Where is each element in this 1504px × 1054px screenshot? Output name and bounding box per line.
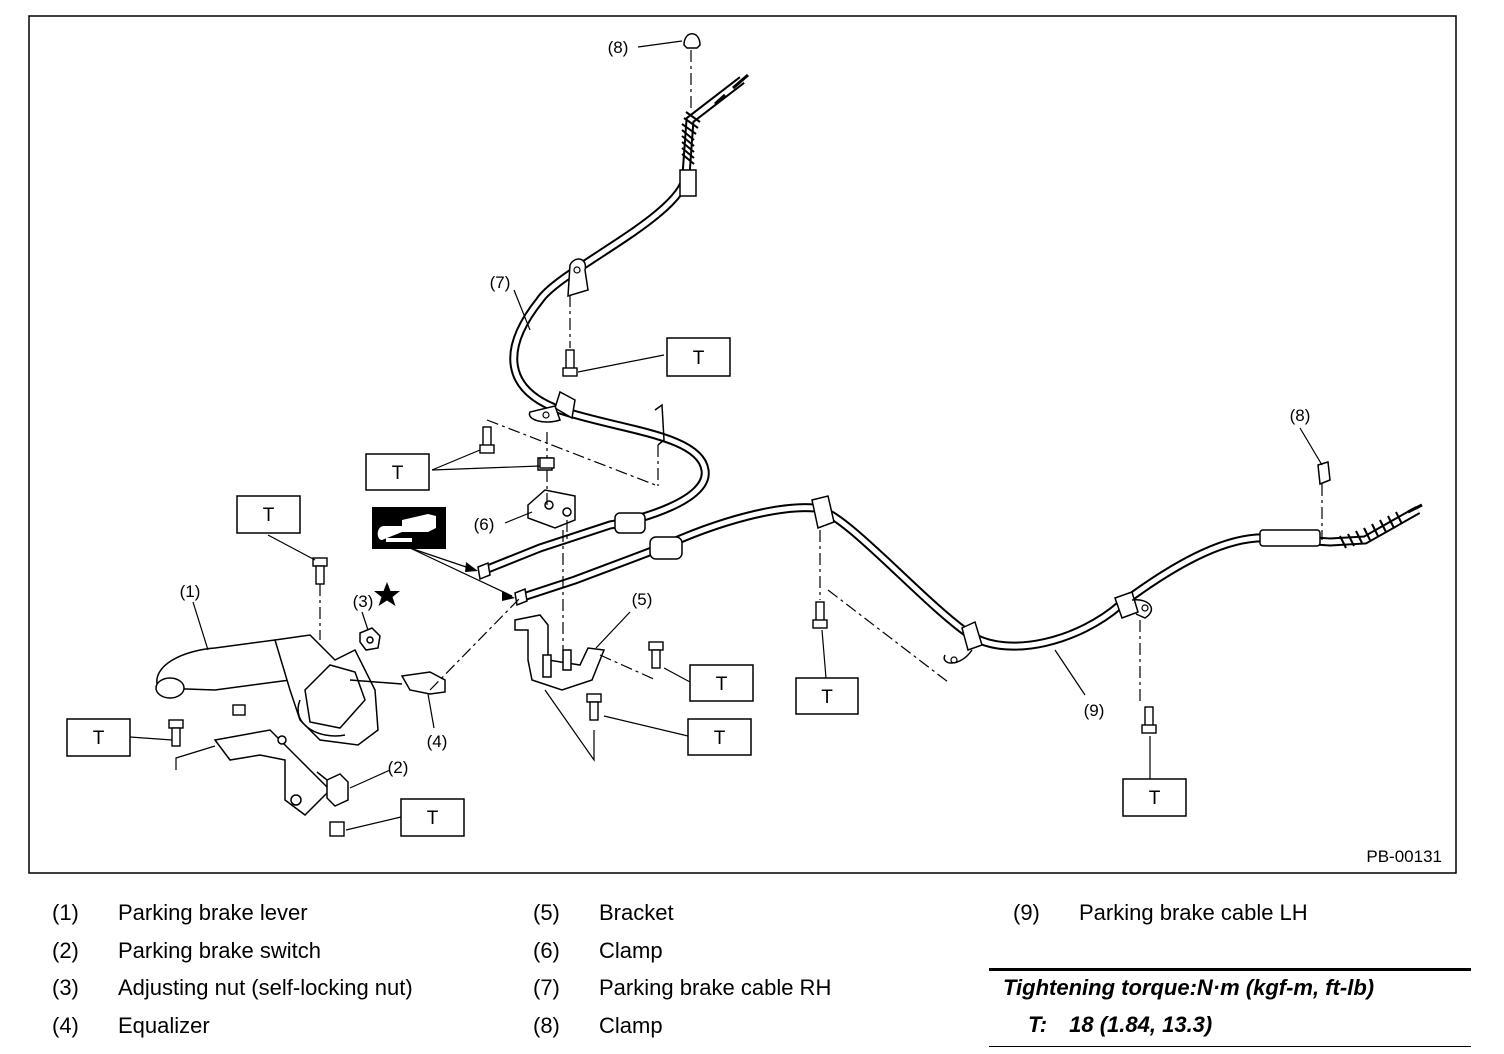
legend-number: (7) xyxy=(533,975,560,1000)
torque-box-label: T xyxy=(263,505,275,526)
callout-6: (6) xyxy=(474,515,495,534)
legend-number: (8) xyxy=(533,1012,560,1038)
torque-box: T xyxy=(365,453,430,491)
callout-8-right: (8) xyxy=(1290,406,1311,425)
legend-label: Parking brake lever xyxy=(118,900,308,925)
callout-2: (2) xyxy=(388,758,409,777)
bolts xyxy=(168,349,1157,837)
torque-box-label: T xyxy=(716,674,728,695)
callout-9: (9) xyxy=(1084,701,1105,720)
legend-item: (2) Parking brake switch xyxy=(52,932,413,970)
callout-3: (3) xyxy=(353,592,374,611)
torque-box-label: T xyxy=(821,687,833,708)
callout-8-top: (8) xyxy=(608,38,629,57)
parking-brake-diagram: (8) (7) (8) (6) (1) (3) (5) (4) (2) (9) … xyxy=(28,15,1457,874)
legend-number: (9) xyxy=(1013,900,1040,925)
legend-item: (5) Bracket xyxy=(533,894,831,932)
torque-box-label: T xyxy=(392,463,404,484)
legend-column-2: (5) Bracket (6) Clamp (7) Parking brake … xyxy=(533,894,831,1044)
legend-item: (6) Clamp xyxy=(533,932,831,970)
torque-label: T: xyxy=(1028,1012,1048,1037)
torque-box-label: T xyxy=(714,728,726,749)
torque-boxes: T T T T T T T T xyxy=(66,337,1187,837)
cable-rh xyxy=(478,73,749,577)
figure-code: PB-00131 xyxy=(1366,847,1442,866)
star-icon xyxy=(374,582,400,606)
cable-lh xyxy=(518,461,1423,664)
callout-4: (4) xyxy=(427,732,448,751)
legend-item: (4) Equalizer xyxy=(52,1007,413,1045)
torque-spec: T: 18 (1.84, 13.3) xyxy=(1028,1012,1212,1038)
legend-label: Adjusting nut (self-locking nut) xyxy=(118,975,413,1000)
center-lines xyxy=(319,50,1323,705)
torque-divider xyxy=(989,968,1471,971)
callout-5: (5) xyxy=(632,590,653,609)
legend-number: (6) xyxy=(533,937,560,963)
lever-assembly xyxy=(155,627,446,816)
legend-label: Clamp xyxy=(599,1012,663,1038)
callout-7: (7) xyxy=(490,273,511,292)
legend-item: (3) Adjusting nut (self-locking nut) xyxy=(52,969,413,1007)
legend-label: Equalizer xyxy=(118,1012,210,1038)
legend-number: (1) xyxy=(52,900,79,925)
grease-icon xyxy=(372,507,446,549)
torque-value: 18 (1.84, 13.3) xyxy=(1069,1012,1213,1037)
clamp-top xyxy=(683,33,701,49)
legend-item: (9) Parking brake cable LH xyxy=(1013,894,1308,932)
legend-label: Bracket xyxy=(599,900,674,925)
legend-item: (8) Clamp xyxy=(533,1007,831,1045)
torque-box: T xyxy=(1122,778,1187,817)
leader-arrowheads xyxy=(465,562,515,601)
torque-box-label: T xyxy=(693,348,705,369)
torque-box: T xyxy=(795,677,859,715)
torque-box: T xyxy=(400,798,465,837)
legend-column-1: (1) Parking brake lever (2) Parking brak… xyxy=(52,894,413,1044)
legend-label: Parking brake switch xyxy=(118,937,321,963)
legend-label: Clamp xyxy=(599,937,663,963)
legend-number: (4) xyxy=(52,1012,79,1038)
torque-box-label: T xyxy=(93,728,105,749)
torque-box-label: T xyxy=(427,808,439,829)
torque-box: T xyxy=(666,337,731,377)
legend-number: (3) xyxy=(52,975,79,1000)
callout-1: (1) xyxy=(180,582,201,601)
legend-item: (1) Parking brake lever xyxy=(52,894,413,932)
torque-bottom-rule xyxy=(989,1046,1471,1047)
bracket-5 xyxy=(514,614,606,691)
figure-border xyxy=(28,15,1457,874)
torque-box-label: T xyxy=(1149,788,1161,809)
torque-box: T xyxy=(689,664,754,702)
legend-label: Parking brake cable LH xyxy=(1079,900,1308,925)
torque-heading: Tightening torque:N·m (kgf-m, ft-lb) xyxy=(1003,975,1375,1000)
legend-item: (7) Parking brake cable RH xyxy=(533,969,831,1007)
torque-box: T xyxy=(66,718,131,757)
torque-box: T xyxy=(687,718,752,756)
legend-column-3: (9) Parking brake cable LH xyxy=(1013,894,1308,932)
legend-number: (2) xyxy=(52,937,79,963)
legend-number: (5) xyxy=(533,900,560,925)
leader-lines xyxy=(129,40,1323,831)
legend-label: Parking brake cable RH xyxy=(599,975,832,1000)
torque-box: T xyxy=(236,495,301,534)
